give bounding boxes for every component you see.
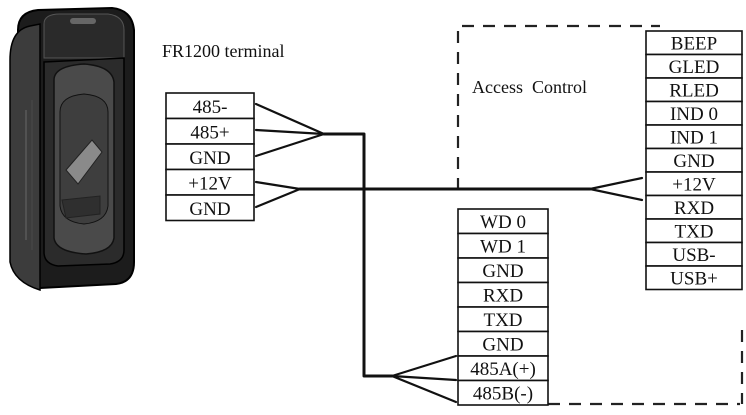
access-terminal-label: TXD [674, 221, 713, 242]
controller-terminal-3: RXD [457, 281, 549, 308]
access-terminal-label: IND 0 [670, 104, 718, 125]
fr1200-terminal-label: GND [189, 148, 230, 169]
controller-terminal-label: RXD [483, 286, 523, 307]
access-control-label: Access Control [472, 77, 587, 97]
controller-terminal-0: WD 0 [457, 208, 549, 235]
fr1200-terminal-3: +12V [165, 168, 255, 196]
access-terminal-label: IND 1 [670, 127, 718, 148]
controller-terminal-4: TXD [457, 306, 549, 333]
controller-terminal-label: WD 1 [480, 237, 526, 258]
controller-terminal-label: TXD [483, 310, 522, 331]
access-terminal-label: +12V [672, 174, 716, 195]
access-terminal-0: BEEP [645, 30, 743, 56]
fr1200-terminal-block: 485- 485+ GND +12V GND [165, 92, 255, 222]
access-terminal-label: USB+ [670, 268, 718, 289]
access-terminal-label: GLED [669, 57, 720, 78]
access-terminal-label: RXD [674, 198, 714, 219]
wires [254, 102, 644, 404]
controller-terminal-5: GND [457, 330, 549, 357]
fr1200-terminal-1: 485+ [165, 117, 255, 145]
controller-terminal-label: 485B(-) [473, 384, 533, 405]
access-terminal-label: GND [673, 151, 714, 172]
controller-terminal-2: GND [457, 257, 549, 284]
access-terminal-1: GLED [645, 53, 743, 79]
fr1200-terminal-0: 485- [165, 92, 255, 120]
access-terminal-label: RLED [669, 80, 719, 101]
fr1200-terminal-label: 485- [193, 97, 228, 118]
access-control-region [456, 24, 660, 190]
controller-terminal-block: WD 0 WD 1 GND RXD TXD GND 485A(+) 485B(-) [457, 208, 549, 406]
access-terminal-7: RXD [645, 194, 743, 220]
controller-terminal-label: WD 0 [480, 212, 526, 233]
fr1200-terminal-label: +12V [188, 173, 232, 194]
access-terminal-label: USB- [672, 245, 715, 266]
controller-terminal-7: 485B(-) [457, 379, 549, 406]
terminal-title: FR1200 terminal [162, 41, 285, 61]
access-terminal-2: RLED [645, 77, 743, 103]
access-terminal-3: IND 0 [645, 100, 743, 126]
access-terminal-4: IND 1 [645, 124, 743, 150]
controller-terminal-label: GND [482, 261, 523, 282]
controller-terminal-1: WD 1 [457, 232, 549, 259]
controller-terminal-label: 485A(+) [470, 359, 536, 380]
fingerprint-reader-device [9, 6, 135, 292]
fr1200-terminal-4: GND [165, 194, 255, 222]
access-terminal-10: USB+ [645, 265, 743, 291]
fr1200-terminal-label: 485+ [190, 122, 229, 143]
access-terminal-label: BEEP [671, 33, 717, 54]
access-terminal-5: GND [645, 147, 743, 173]
fr1200-terminal-2: GND [165, 143, 255, 171]
fr1200-terminal-label: GND [189, 199, 230, 220]
access-terminal-6: +12V [645, 171, 743, 197]
access-terminal-9: USB- [645, 241, 743, 267]
controller-terminal-6: 485A(+) [457, 355, 549, 382]
access-terminal-8: TXD [645, 218, 743, 244]
controller-terminal-label: GND [482, 335, 523, 356]
